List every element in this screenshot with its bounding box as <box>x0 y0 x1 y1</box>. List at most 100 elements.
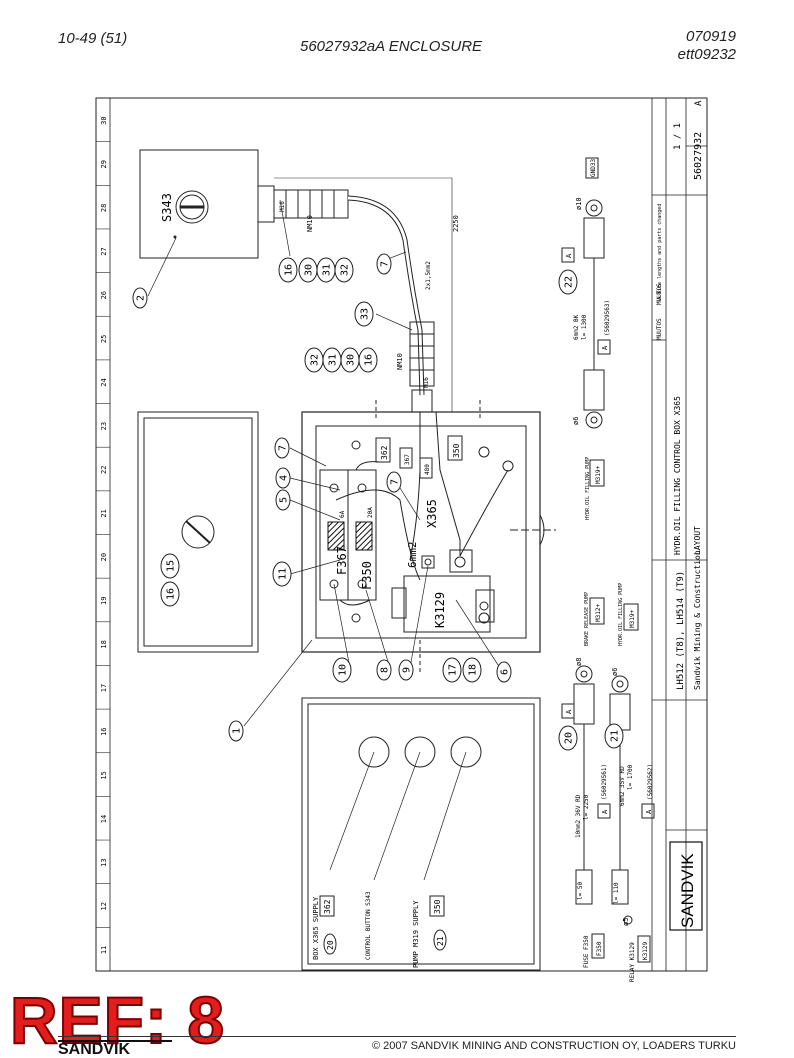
callout-number: 9 <box>402 667 413 673</box>
frame-number: 25 <box>100 335 108 343</box>
callout-balloon <box>386 471 402 493</box>
copyright: © 2007 SANDVIK MINING AND CONSTRUCTION O… <box>371 1040 736 1052</box>
fuse-20a: 20A <box>367 507 374 518</box>
enclosure-x365 <box>301 411 541 653</box>
fuse-terminal: F350 <box>596 941 603 956</box>
tag-480: 480 <box>424 464 431 475</box>
callout-balloon <box>334 257 354 283</box>
frame-number: 24 <box>100 378 108 386</box>
cable-21-pump-label: HYDR.OIL FILLING PUMP <box>618 583 624 646</box>
revision-flag-3: A <box>565 709 573 714</box>
fuse-6a: 6A <box>339 510 346 518</box>
cable-21-terminal: M319+ <box>629 610 636 628</box>
label-control-button: CONTROL BUTTON S343 <box>365 891 372 960</box>
cable-20-length: l= 2250 <box>583 794 590 820</box>
callout-number: 5 <box>279 497 290 503</box>
callout-number: 16 <box>166 588 177 600</box>
callout-number: 21 <box>610 730 621 742</box>
callout-number: 33 <box>360 308 371 320</box>
fuse-f350-label: F350 <box>360 561 374 590</box>
cable-22 <box>583 157 605 429</box>
callout-balloon <box>462 657 482 683</box>
frame-number: 14 <box>100 815 108 823</box>
fuse-length: l= 50 <box>577 882 584 900</box>
sandvik-logo: SANDVIK <box>678 853 697 928</box>
callout-balloon <box>132 287 148 309</box>
switch-m16: M16 <box>279 201 286 212</box>
drawing-number: 56027932 <box>693 132 704 180</box>
fuse-f367 <box>327 521 345 551</box>
title-machine: LH512 (T8), LH514 (T9) <box>676 571 686 690</box>
callout-balloon <box>272 561 292 587</box>
title-line-2: LAYOUT <box>693 526 702 555</box>
cable-22-length: l= 1300 <box>581 314 588 340</box>
revision-flag-5: A <box>645 809 653 814</box>
document-code: ett09232 <box>677 46 736 63</box>
cable-21-length: l= 1700 <box>627 764 634 790</box>
title-block <box>651 97 708 972</box>
cable-22-gnd: GND33 <box>590 159 597 177</box>
lower-panel <box>301 697 541 971</box>
relay-label: K3129 <box>433 592 447 628</box>
cable-spec: 2x1,5mm2 <box>425 261 432 290</box>
label-pump-supply-num: 350 <box>433 899 442 914</box>
revision-row-1: MUUTOS <box>656 318 663 340</box>
callout-balloon <box>604 723 624 749</box>
title-company: Sandvik Mining & Construction <box>693 550 702 690</box>
cable-22-ring-o10: ø10 <box>575 197 583 210</box>
frame-number: 19 <box>100 597 108 605</box>
gland-1-icon <box>358 736 390 768</box>
dimension-2250: 2250 <box>452 215 460 232</box>
frame-number: 15 <box>100 771 108 779</box>
callout-number: 32 <box>310 354 321 366</box>
callout-number: 30 <box>346 354 357 366</box>
relay-length: l= 110 <box>613 882 620 904</box>
frame-number: 27 <box>100 247 108 255</box>
label-pump-supply: PUMP M319 SUPPLY <box>412 900 420 968</box>
callout-number: 15 <box>166 560 177 572</box>
gland-2-icon <box>404 736 436 768</box>
cable-20-ring-o8: ø8 <box>575 658 583 666</box>
callout-number: 7 <box>278 445 289 451</box>
callout-balloon <box>376 659 392 681</box>
ref-stamp: REF: 8 <box>9 982 226 1058</box>
callout-balloon <box>332 657 352 683</box>
callout-number: 7 <box>390 479 401 485</box>
callout-number: 8 <box>380 667 391 673</box>
callout-number: 6 <box>500 669 511 675</box>
cable-21-part: (56029562) <box>647 764 654 800</box>
callout-number: 1 <box>232 728 243 734</box>
control-cable <box>347 195 425 396</box>
relay-k3129 <box>403 575 491 633</box>
frame-number: 20 <box>100 553 108 561</box>
cable-22-terminal: M319+ <box>595 466 602 484</box>
callout-number: 16 <box>364 354 375 366</box>
revision-row-2: MUUTOS <box>656 283 663 305</box>
frame-number: 17 <box>100 684 108 692</box>
callout-number: 30 <box>304 264 315 276</box>
frame-number: 22 <box>100 466 108 474</box>
label-box-supply-ref: 20 <box>326 940 335 950</box>
frame-number: 11 <box>100 946 108 954</box>
relay-cable-label: RELAY K3129 <box>629 942 636 982</box>
callout-balloon <box>228 720 244 742</box>
tag-350: 350 <box>452 443 461 458</box>
revision-note: A Wire lengths and parts changed <box>657 204 663 300</box>
cable-22-pump-label: HYDR.OIL FILLING PUMP <box>585 457 591 520</box>
callout-number: 18 <box>468 664 479 676</box>
frame-number: 23 <box>100 422 108 430</box>
switch-knob-icon <box>175 190 209 224</box>
drawing-revision: A <box>694 100 704 106</box>
label-pump-supply-ref: 21 <box>436 936 445 946</box>
callout-number: 20 <box>564 732 575 744</box>
title-line-1: HYDR.OIL FILLING CONTROL BOX X365 <box>673 396 682 555</box>
cover-knob-icon <box>181 515 215 549</box>
sandvik-logo-box <box>669 841 703 931</box>
label-box-supply: BOX X365 SUPPLY <box>312 896 320 960</box>
callout-balloon <box>275 489 291 511</box>
callout-balloon <box>160 581 180 607</box>
footer-logo: SANDVIK <box>58 1040 172 1056</box>
